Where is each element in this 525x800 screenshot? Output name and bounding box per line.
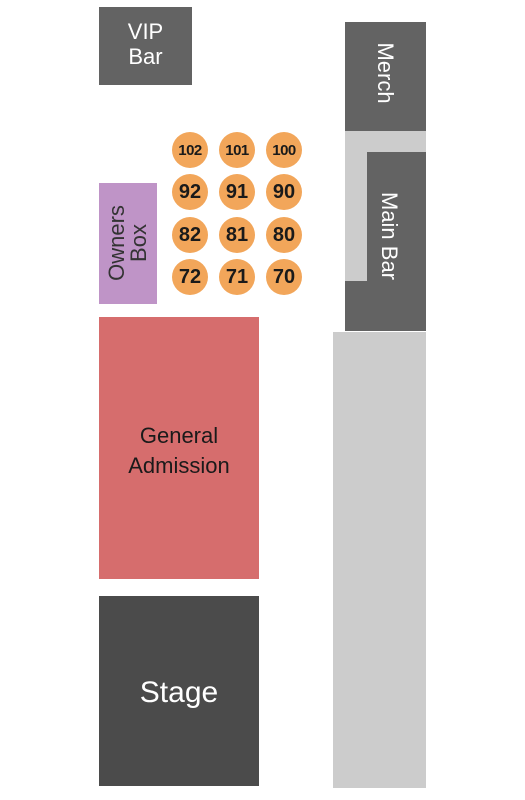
seat-table-101[interactable]: 101 (219, 132, 255, 168)
stage-area: Stage (99, 596, 259, 786)
stage-label: Stage (139, 676, 219, 709)
main-bar-label: Main Bar (377, 191, 402, 281)
seat-table-91[interactable]: 91 (219, 174, 255, 210)
right-walkway (333, 332, 426, 788)
owners-box-label: Owners Box (104, 205, 151, 281)
main-bar-lower-area[interactable] (345, 281, 426, 331)
merch-area[interactable] (345, 22, 426, 131)
seat-table-70[interactable]: 70 (266, 259, 302, 295)
owners-box-area[interactable] (99, 183, 157, 304)
seat-table-82[interactable]: 82 (172, 217, 208, 253)
seat-table-92[interactable]: 92 (172, 174, 208, 210)
seat-table-81[interactable]: 81 (219, 217, 255, 253)
main-bar-area[interactable] (367, 152, 426, 281)
general-admission-area[interactable]: General Admission (99, 317, 259, 579)
seat-table-102[interactable]: 102 (172, 132, 208, 168)
seat-table-71[interactable]: 71 (219, 259, 255, 295)
seat-table-72[interactable]: 72 (172, 259, 208, 295)
merch-label: Merch (373, 42, 398, 104)
vip-bar-area[interactable]: VIP Bar (99, 7, 192, 85)
general-admission-label: General Admission (128, 423, 230, 478)
vip-bar-label: VIP Bar (127, 19, 164, 70)
seat-table-90[interactable]: 90 (266, 174, 302, 210)
seat-table-80[interactable]: 80 (266, 217, 302, 253)
seat-table-100[interactable]: 100 (266, 132, 302, 168)
